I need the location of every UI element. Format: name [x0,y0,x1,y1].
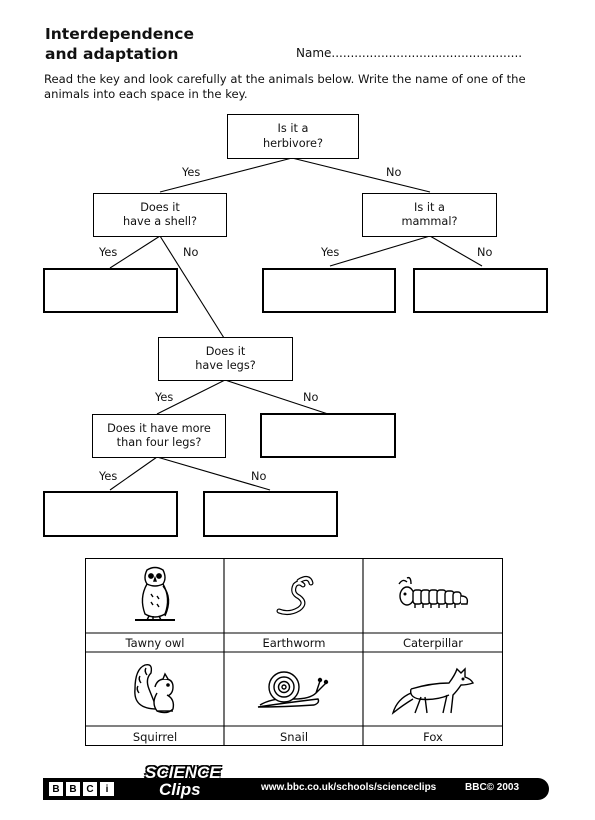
question-legs: Does it have legs? [158,337,293,381]
question-more-legs: Does it have more than four legs? [92,414,226,458]
question-mammal: Is it a mammal? [362,193,497,237]
animal-cell-squirrel: Squirrel [86,653,224,746]
earthworm-icon [276,575,314,616]
label-yes: Yes [99,470,118,483]
footer-bar: B B C i SCIENCE Clips www.bbc.co.uk/scho… [43,764,549,800]
label-yes: Yes [182,166,201,179]
animal-name: Snail [279,730,309,744]
bbc-logo-letter: i [100,782,114,796]
answer-box-mammal-yes[interactable] [262,268,396,313]
label-no: No [386,166,402,179]
owl-icon [135,566,175,621]
animal-cell-caterpillar: Caterpillar [364,559,502,652]
question-herbivore: Is it a herbivore? [227,114,359,159]
bbc-logo-letter: B [49,782,63,796]
answer-box-more-legs-yes[interactable] [43,491,178,537]
animal-name: Tawny owl [125,636,185,650]
bbc-logo-letter: B [66,782,80,796]
answer-box-legs-no[interactable] [260,413,396,458]
answer-box-mammal-no[interactable] [413,268,548,313]
fox-icon [391,667,474,715]
name-field[interactable]: Name....................................… [296,46,523,60]
bbc-logo: B B C i [49,782,114,796]
caterpillar-icon [398,576,469,608]
label-no: No [303,391,319,404]
snail-icon [257,671,329,708]
label-no: No [183,246,199,259]
animal-cell-owl: Tawny owl [86,559,224,652]
animal-name: Earthworm [262,636,326,650]
animal-cell-fox: Fox [364,653,502,746]
animal-name: Fox [423,730,443,744]
animal-cell-snail: Snail [225,653,363,746]
brand-line-1: SCIENCE [145,763,221,782]
title-line-1: Interdependence [45,25,194,43]
label-yes: Yes [321,246,340,259]
science-clips-logo: SCIENCE Clips [145,764,221,798]
title-line-2: and adaptation [45,45,179,63]
copyright-text: BBC© 2003 [465,782,520,793]
answer-box-shell-yes[interactable] [43,268,178,313]
instructions-text: Read the key and look carefully at the a… [44,72,526,101]
label-yes: Yes [99,246,118,259]
bbc-logo-letter: C [83,782,97,796]
animal-name: Squirrel [132,730,178,744]
page-title: Interdependence and adaptation [45,24,194,64]
grid-lines [86,559,502,745]
animal-grid: Tawny owl Earthworm [85,558,503,746]
label-yes: Yes [155,391,174,404]
question-shell: Does it have a shell? [93,193,227,237]
footer-url[interactable]: www.bbc.co.uk/schools/scienceclips [261,782,437,793]
brand-line-2: Clips [159,780,201,799]
squirrel-icon [134,663,175,714]
label-no: No [477,246,493,259]
animal-cell-earthworm: Earthworm [225,559,363,652]
label-no: No [251,470,267,483]
animal-name: Caterpillar [402,636,464,650]
answer-box-more-legs-no[interactable] [203,491,338,537]
